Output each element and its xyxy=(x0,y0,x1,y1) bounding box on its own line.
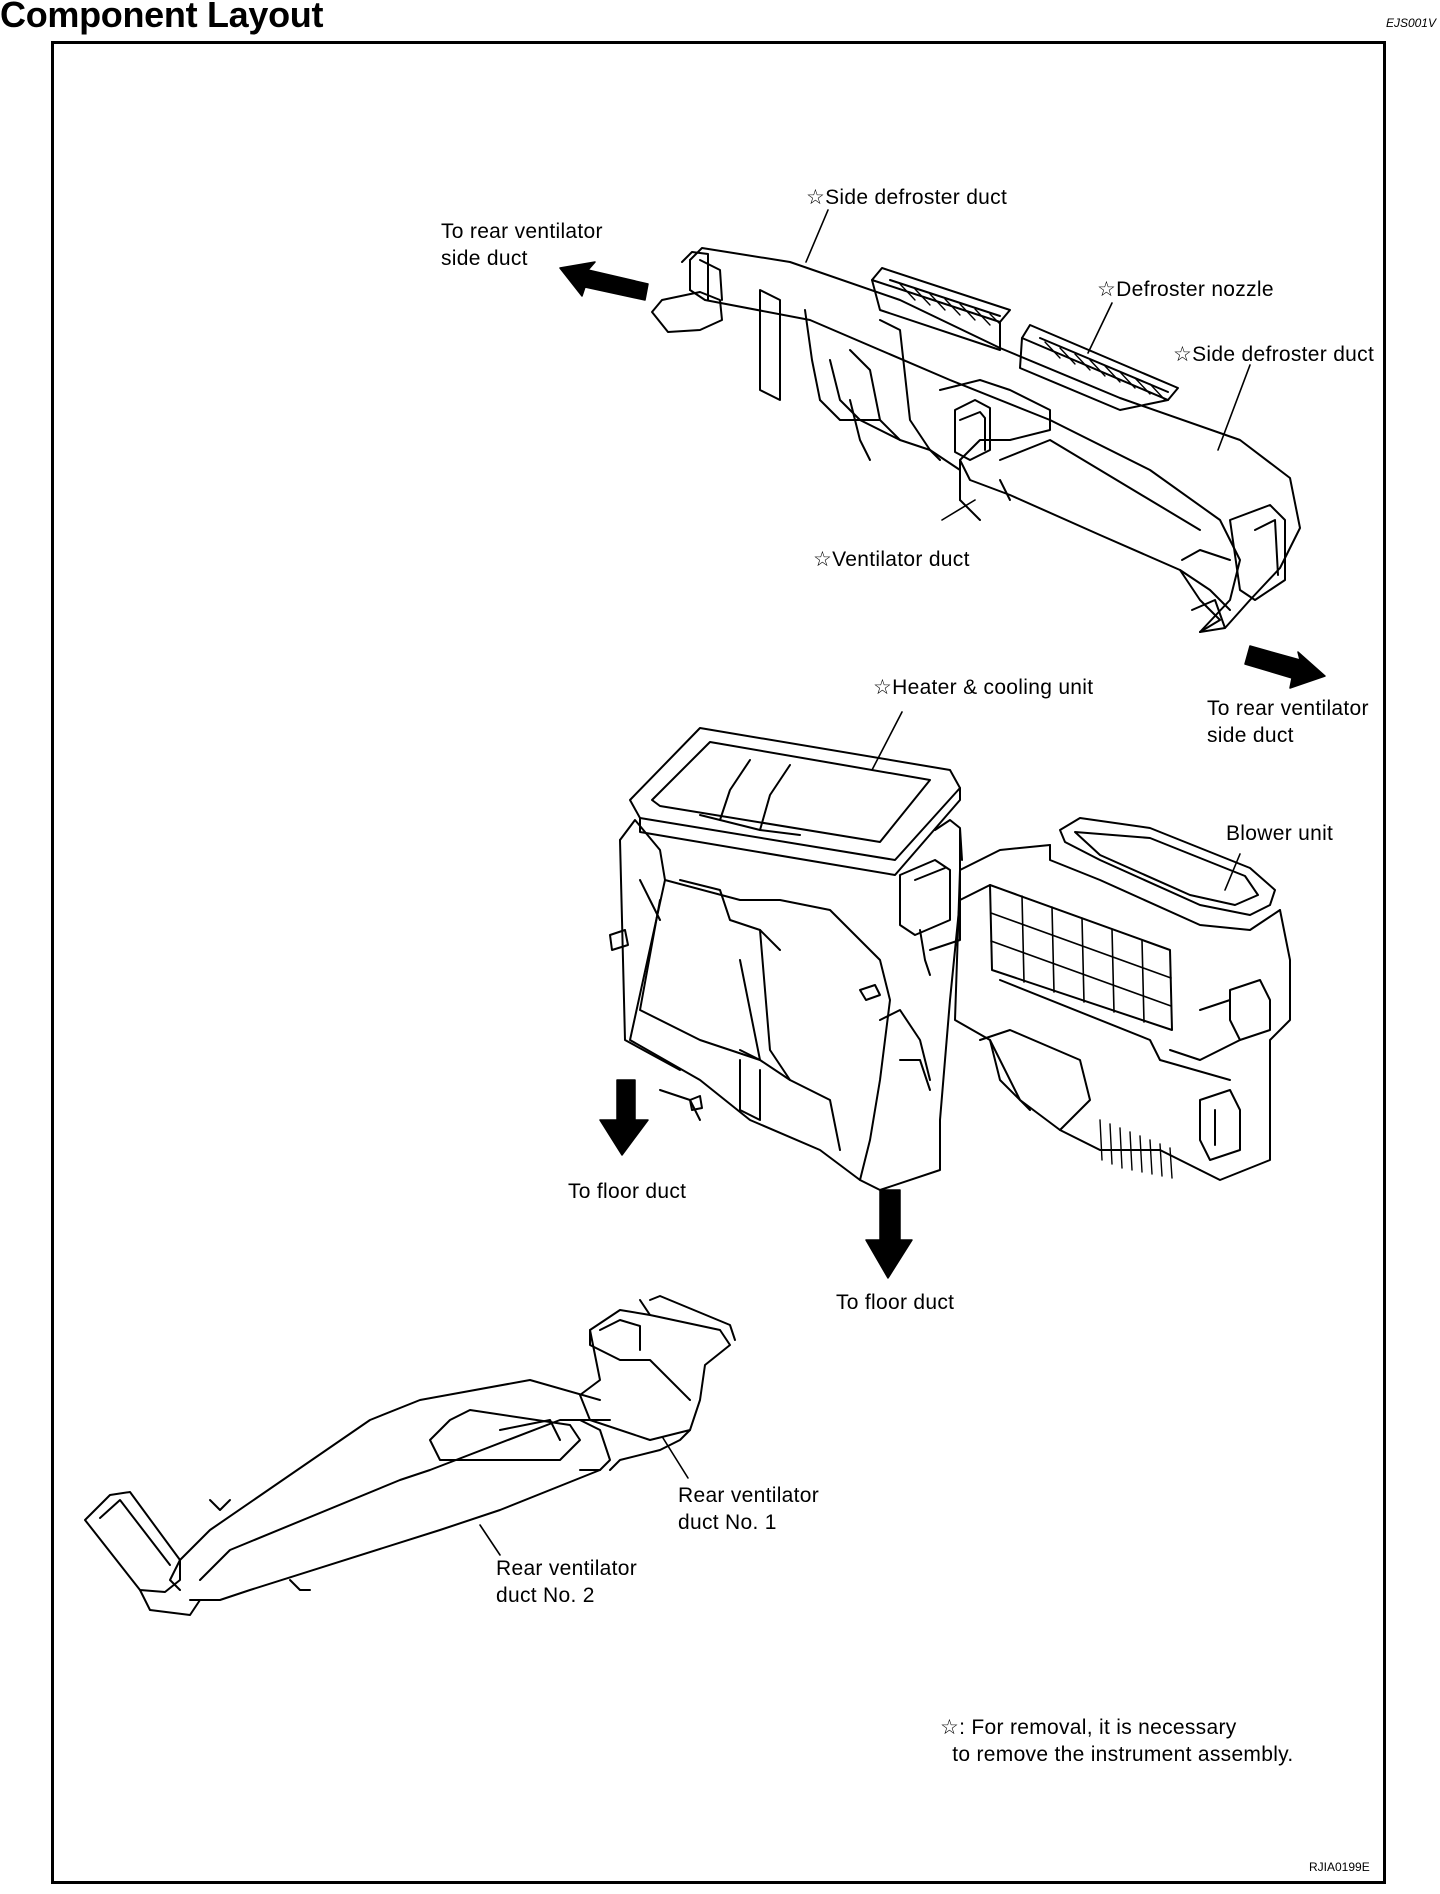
leader-rear-duct-2 xyxy=(479,1524,501,1556)
rear-ventilator-ducts xyxy=(84,1295,736,1616)
leader-lines xyxy=(479,209,1251,1556)
defroster-ventilator-duct-assembly xyxy=(651,247,1301,633)
label-blower-unit: Blower unit xyxy=(1226,822,1334,845)
leader-defroster-nozzle xyxy=(1087,302,1113,354)
arrow-to-floor-duct-right xyxy=(865,1189,913,1279)
leader-ventilator-duct xyxy=(941,499,976,521)
page-title: Component Layout xyxy=(0,0,324,35)
label-rear-ventilator-duct-2: Rear ventilator duct No. 2 xyxy=(496,1557,638,1607)
label-to-floor-duct-right: To floor duct xyxy=(836,1291,955,1314)
leader-side-defroster-top xyxy=(805,209,829,263)
label-to-rear-ventilator-right: To rear ventilator side duct xyxy=(1207,697,1369,747)
label-side-defroster-duct-top: ☆Side defroster duct xyxy=(806,186,1008,209)
blower-unit xyxy=(954,817,1291,1181)
removal-note-text: : For removal, it is necessary to remove… xyxy=(952,1716,1294,1766)
arrow-to-floor-duct-left xyxy=(599,1079,649,1156)
label-ventilator-duct: ☆Ventilator duct xyxy=(813,548,970,571)
arrow-to-rear-ventilator-left xyxy=(559,261,649,301)
document-code: EJS001V xyxy=(1385,16,1436,30)
label-side-defroster-duct-right: ☆Side defroster duct xyxy=(1173,343,1375,366)
diagram-frame xyxy=(51,41,1386,1884)
leader-blower-unit xyxy=(1224,853,1241,891)
arrow-to-rear-ventilator-right xyxy=(1244,645,1326,689)
leader-rear-duct-1 xyxy=(662,1437,689,1479)
label-heater-cooling-unit: ☆Heater & cooling unit xyxy=(873,676,1094,699)
label-defroster-nozzle: ☆Defroster nozzle xyxy=(1097,278,1274,301)
removal-note: ☆: For removal, it is necessary to remov… xyxy=(940,1714,1294,1768)
heater-cooling-unit xyxy=(609,727,963,1191)
leader-side-defroster-right xyxy=(1217,364,1251,451)
label-to-floor-duct-left: To floor duct xyxy=(568,1180,687,1203)
star-symbol: ☆ xyxy=(940,1716,960,1739)
figure-code: RJIA0199E xyxy=(1309,1860,1370,1874)
label-rear-ventilator-duct-1: Rear ventilator duct No. 1 xyxy=(678,1484,820,1534)
leader-heater-cooling xyxy=(871,711,903,771)
label-to-rear-ventilator-left: To rear ventilator side duct xyxy=(441,220,603,270)
